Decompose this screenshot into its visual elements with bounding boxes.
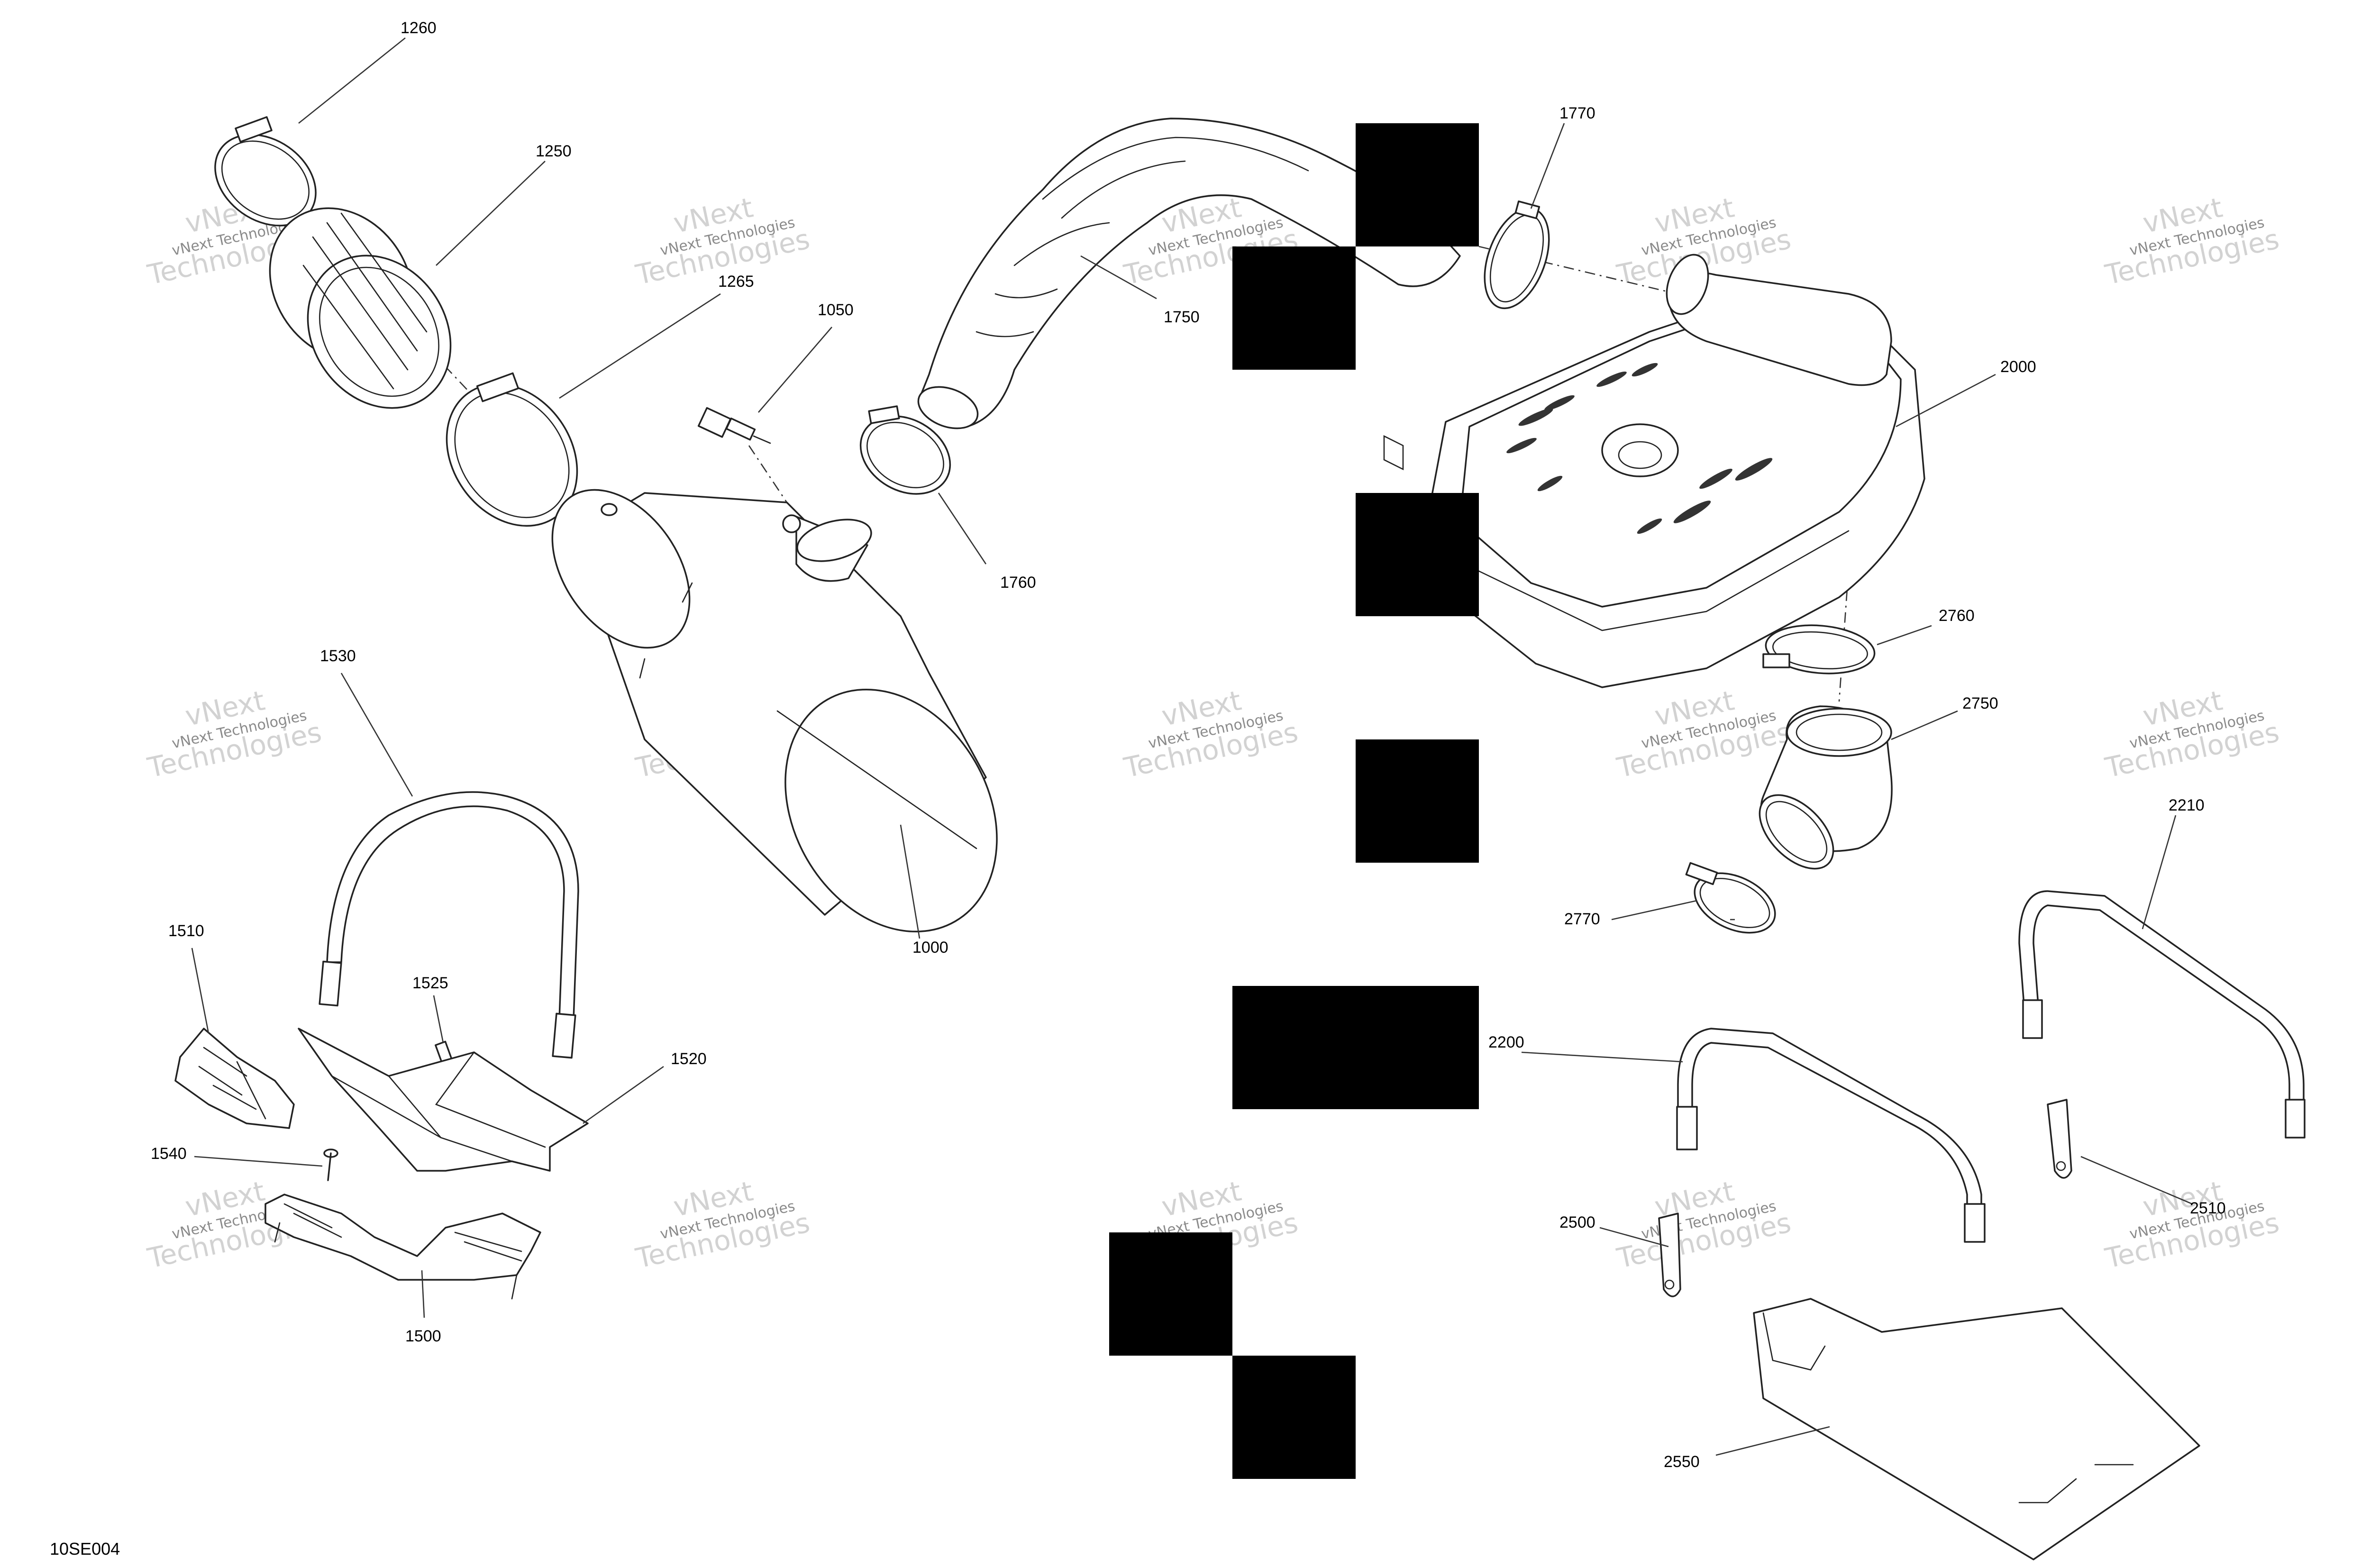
sensor-1050 [697,407,771,444]
callout-1500: 1500 [405,1327,441,1345]
redaction-block [1109,1232,1232,1356]
clamp-1260 [214,116,317,227]
watermark-8: vNext vNext Technologies Technologies [1121,684,1301,784]
bolt-1540 [323,1149,338,1181]
callout-labels: 1260 1250 1265 1050 1750 1760 1770 2000 … [151,19,2226,1471]
callout-2200: 2200 [1488,1033,1524,1051]
callout-2000: 2000 [2000,358,2036,376]
coupler-1250 [269,207,452,409]
watermark-2: vNext vNext Technologies Technologies [633,191,813,291]
figure-code: 10SE004 [50,1539,120,1559]
silencer-2000 [1383,254,1925,688]
callout-1250: 1250 [536,142,572,160]
strap-2210 [2018,890,2306,1139]
callout-1000: 1000 [912,939,948,957]
callout-2760: 2760 [1939,607,1975,625]
clamp-1760 [859,405,951,495]
strap-2200 [1676,1028,1986,1243]
muffler-1000 [551,489,998,933]
callout-1260: 1260 [401,19,437,37]
redaction-block [1232,1356,1356,1479]
callout-1750: 1750 [1164,308,1200,326]
silencer-vent-slots [1506,363,1773,534]
redaction-blocks [1109,123,1479,1479]
callout-1540: 1540 [151,1145,187,1163]
callout-1050: 1050 [818,301,854,319]
callout-2510: 2510 [2190,1199,2226,1217]
redaction-block [1356,123,1479,246]
clamp-2760 [1762,624,1876,675]
callout-1760: 1760 [1000,574,1036,592]
callout-1510: 1510 [168,922,204,940]
callout-2750: 2750 [1962,694,1998,712]
clamp-2770 [1685,862,1776,934]
redaction-block [1232,986,1479,1109]
plate-2550 [1753,1298,2200,1560]
watermark-6: vNext vNext Technologies Technologies [145,684,325,784]
redaction-block [1356,493,1479,616]
heat-shield-1520 [298,1028,589,1172]
watermark-9: vNext vNext Technologies Technologies [1614,684,1794,784]
callout-2500: 2500 [1559,1213,1595,1231]
callout-1525: 1525 [412,974,448,992]
callout-1770: 1770 [1559,104,1595,122]
watermark-5: vNext vNext Technologies Technologies [2102,191,2282,291]
callout-1520: 1520 [671,1050,707,1068]
callout-2770: 2770 [1564,910,1600,928]
redaction-block [1232,246,1356,370]
watermark-14: vNext vNext Technologies Technologies [1614,1175,1794,1275]
exhaust-pipe-1750 [917,118,1461,429]
watermark-12: vNext vNext Technologies Technologies [633,1175,813,1275]
elbow-2750 [1759,705,1893,870]
callout-1530: 1530 [320,647,356,665]
callout-2210: 2210 [2169,796,2205,814]
watermark-10: vNext vNext Technologies Technologies [2102,684,2282,784]
strap-1530 [319,791,579,1059]
clamp-1770 [1484,200,1550,310]
bracket-1510 [174,1028,295,1129]
redaction-block [1356,739,1479,863]
callout-2550: 2550 [1664,1453,1700,1471]
callout-1265: 1265 [718,273,754,291]
watermark-15: vNext vNext Technologies Technologies [2102,1175,2282,1275]
leader-lines [191,37,2193,1456]
tab-2500 [1658,1212,1681,1297]
support-plate-1500 [264,1194,541,1300]
tab-2510 [2047,1099,2072,1179]
clamp-1265 [446,372,578,527]
